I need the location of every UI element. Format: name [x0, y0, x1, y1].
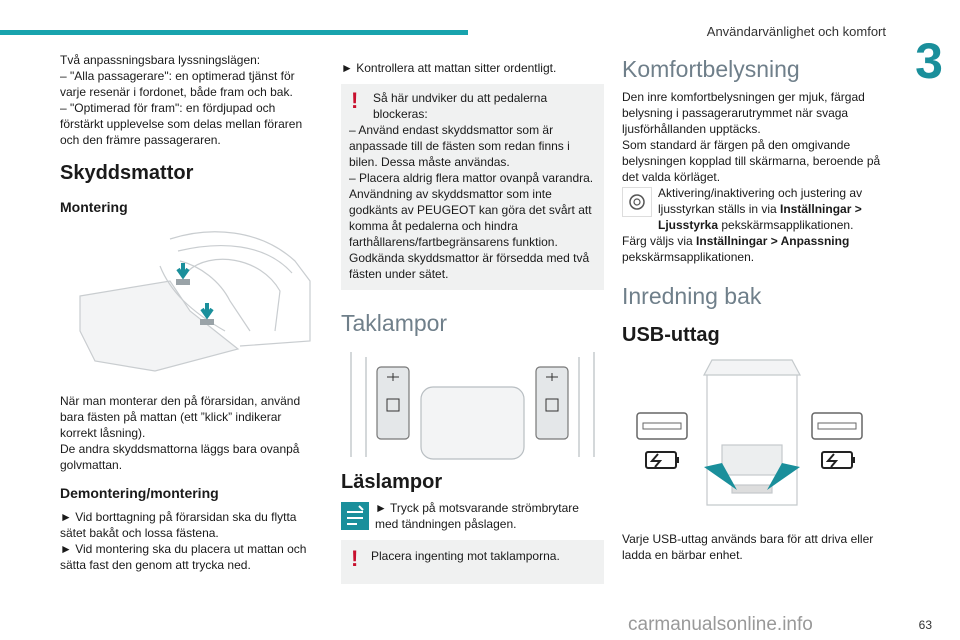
column-3: Komfortbelysning Den inre komfortbelysni…: [622, 48, 888, 563]
chapter-number: 3: [915, 33, 943, 89]
intro-line-1: Två anpassningsbara lyssningslägen:: [60, 53, 261, 67]
mount-text-1: När man monterar den på förarsidan, anvä…: [60, 394, 301, 440]
warning-line-2: – Använd endast skyddsmattor som är anpa…: [349, 123, 570, 169]
section-title-usb: USB-uttag: [622, 324, 720, 346]
section-title-laslampor: Läslampor: [341, 471, 443, 493]
settings-text-a: Aktivering/inaktivering och justering av…: [658, 186, 863, 216]
color-text-a: Färg väljs via: [622, 234, 697, 248]
ceiling-warning-box: ! Placera ingenting mot taklamporna.: [341, 540, 604, 584]
laslampor-text: ► Tryck på motsvarande strömbrytare med …: [375, 501, 579, 531]
warning-icon: !: [351, 546, 359, 571]
warning-icon: !: [351, 88, 359, 113]
settings-instruction: Aktivering/inaktivering och justering av…: [622, 185, 888, 265]
floor-mat-illustration: [60, 221, 316, 381]
usb-illustration: [622, 355, 888, 521]
mount-text-2: De andra skyddsmattorna läggs bara ovanp…: [60, 442, 300, 472]
demount-title: Demontering/montering: [60, 485, 219, 501]
check-text: ► Kontrollera att mattan sitter ordentli…: [341, 61, 557, 75]
intro-line-2: – "Alla passagerare": en optimerad tjäns…: [60, 69, 295, 99]
warning-line-3: – Placera aldrig flera mattor ovanpå var…: [349, 171, 594, 185]
settings-path: Inställningar > Ljusstyrka: [658, 202, 862, 232]
section-title-inredning-bak: Inredning bak: [622, 283, 762, 309]
column-2: ► Kontrollera att mattan sitter ordentli…: [341, 48, 604, 584]
warning-line-5: Godkända skyddsmattor är försedda med tv…: [349, 251, 590, 281]
usb-charge-icon: [645, 451, 679, 469]
ceiling-lamp-illustration: [341, 347, 604, 465]
komfort-text-1: Den inre komfortbelysningen ger mjuk, fä…: [622, 90, 865, 136]
header-bar: [0, 30, 468, 35]
warning-box: ! Så här undviker du att pedalerna block…: [341, 84, 604, 290]
intro-line-3: – "Optimerad för fram": en fördjupad och…: [60, 101, 303, 147]
switch-icon: [341, 502, 369, 530]
demount-text-1: ► Vid borttagning på förarsidan ska du f…: [60, 510, 297, 540]
page-number: 63: [918, 618, 932, 632]
header-title: Användarvänlighet och komfort: [706, 24, 886, 39]
watermark: carmanualsonline.info: [628, 614, 813, 635]
section-title-taklampor: Taklampor: [341, 310, 448, 336]
settings-text-c: pekskärmsapplikationen.: [718, 218, 854, 232]
gear-settings-icon: [622, 187, 652, 217]
usb-text: Varje USB-uttag används bara för att dri…: [622, 532, 874, 562]
warning-line-4: Användning av skyddsmattor som inte godk…: [349, 187, 592, 249]
section-title-komfortbelysning: Komfortbelysning: [622, 56, 800, 82]
section-title-skyddsmattor: Skyddsmattor: [60, 162, 194, 184]
warning-line-1: Så här undviker du att pedalerna blocker…: [373, 91, 548, 121]
mount-title: Montering: [60, 199, 128, 215]
komfort-text-2: Som standard är färgen på den omgivande …: [622, 138, 881, 184]
demount-text-2: ► Vid montering ska du placera ut mattan…: [60, 542, 307, 572]
ceiling-warning-text: Placera ingenting mot taklamporna.: [371, 549, 560, 563]
column-1: Två anpassningsbara lyssningslägen: – "A…: [60, 48, 316, 573]
color-path: Inställningar > Anpassning: [696, 234, 850, 248]
color-text-c: pekskärmsapplikationen.: [622, 250, 755, 264]
laslampor-instruction: ► Tryck på motsvarande strömbrytare med …: [341, 500, 604, 534]
